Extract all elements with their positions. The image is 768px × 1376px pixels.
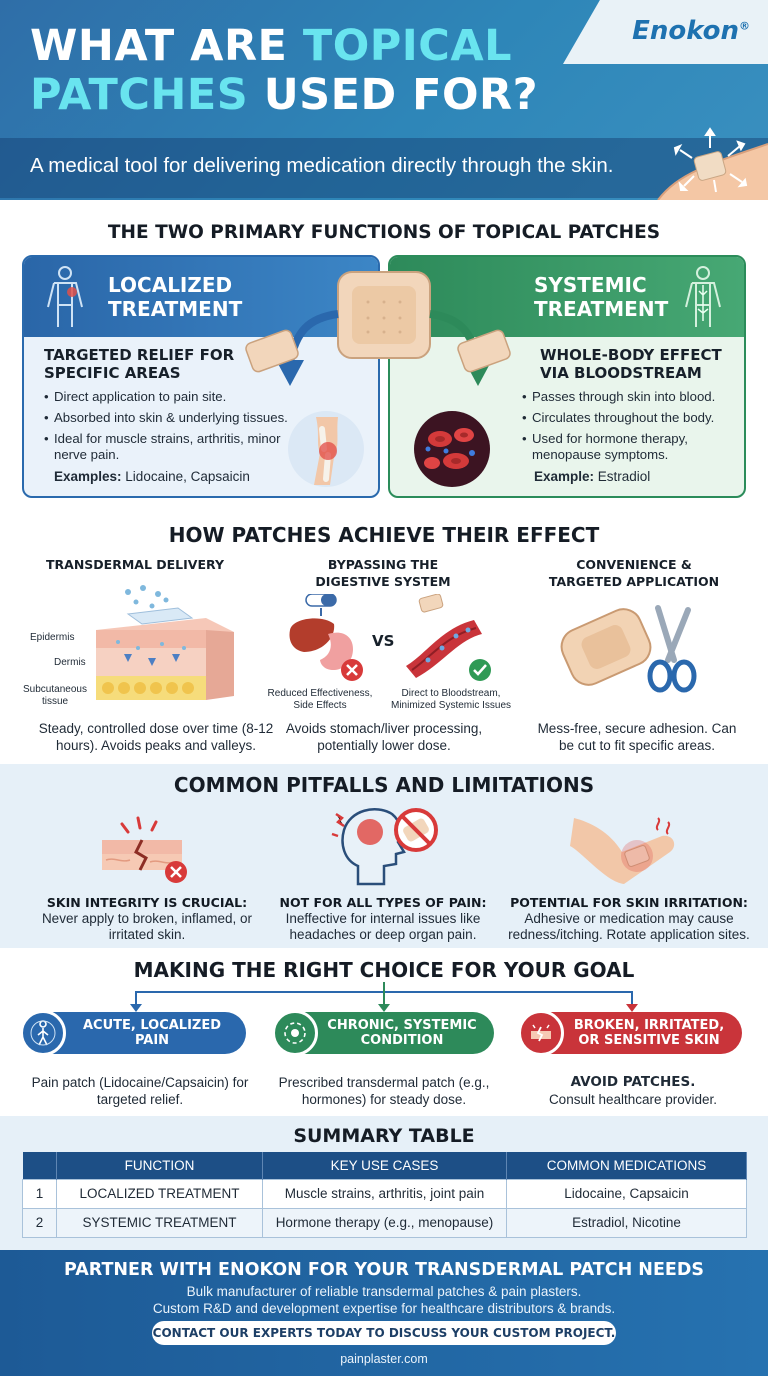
direct-bloodstream-label: Direct to Bloodstream, Minimized Systemi… (390, 688, 512, 711)
body-pain-icon (47, 266, 83, 327)
page-title: WHAT ARE TOPICAL PATCHES USED FOR? (30, 21, 539, 120)
systemic-examples: Example: Estradiol (534, 469, 651, 484)
list-item: Absorbed into skin & underlying tissues. (44, 410, 294, 426)
footer-line-2: Custom R&D and development expertise for… (152, 1301, 616, 1316)
damaged-skin-icon (518, 1010, 564, 1056)
reduced-effectiveness-label: Reduced Effectiveness, Side Effects (267, 688, 373, 711)
pitfall-skin-integrity: SKIN INTEGRITY IS CRUCIAL:Never apply to… (41, 895, 253, 942)
pitfalls-heading: COMMON PITFALLS AND LIMITATIONS (173, 773, 595, 797)
dermis-label: Dermis (54, 657, 86, 668)
choice-chronic-text: Prescribed transdermal patch (e.g., horm… (278, 1075, 490, 1107)
table-cell: Muscle strains, arthritis, joint pain (262, 1178, 507, 1209)
localized-examples: Examples: Lidocaine, Capsaicin (54, 469, 250, 484)
subcutaneous-label: Subcutaneous tissue (23, 684, 87, 707)
footer-title: PARTNER WITH ENOKON FOR YOUR TRANSDERMAL… (64, 1260, 704, 1280)
localized-card-header (24, 257, 378, 337)
blood-cells-icon (414, 411, 490, 487)
skin-layers-illustration (96, 585, 234, 700)
option-chronic-condition[interactable]: CHRONIC, SYSTEMIC CONDITION (272, 1010, 494, 1056)
functions-heading: THE TWO PRIMARY FUNCTIONS OF TOPICAL PAT… (107, 222, 661, 243)
bypass-text: Avoids stomach/liver processing, potenti… (285, 721, 483, 753)
arm-patch-illustration (657, 127, 768, 200)
transdermal-text: Steady, controlled dose over time (8-12 … (38, 721, 274, 753)
table-cell: Estradiol, Nicotine (506, 1207, 747, 1238)
logo-panel (563, 0, 768, 64)
option-broken-skin[interactable]: BROKEN, IRRITATED, OR SENSITIVE SKIN (518, 1010, 742, 1056)
summary-heading: SUMMARY TABLE (293, 1125, 475, 1147)
pitfall-pain-types: NOT FOR ALL TYPES OF PAIN:Ineffective fo… (279, 895, 487, 942)
vs-label: VS (372, 632, 395, 650)
table-cell: SYSTEMIC TREATMENT (56, 1207, 263, 1238)
how-heading: HOW PATCHES ACHIEVE THEIR EFFECT (168, 523, 600, 547)
pitfall-irritation: POTENTIAL FOR SKIN IRRITATION:Adhesive o… (508, 895, 750, 942)
enokon-logo[interactable]: Enokon® (632, 16, 750, 46)
table-header-row: FUNCTION KEY USE CASES COMMON MEDICATION… (22, 1152, 747, 1179)
epidermis-label: Epidermis (30, 632, 75, 643)
table-cell: 2 (22, 1207, 57, 1238)
table-cell: Lidocaine, Capsaicin (506, 1178, 747, 1209)
broken-skin-icon (102, 816, 187, 883)
summary-table: FUNCTION KEY USE CASES COMMON MEDICATION… (22, 1152, 747, 1238)
convenience-text: Mess-free, secure adhesion. Can be cut t… (537, 721, 737, 753)
choice-branch-arrows (130, 982, 638, 1012)
headache-icon (331, 808, 438, 886)
bloodstream-icon (406, 594, 491, 681)
choice-broken-text: AVOID PATCHES.Consult healthcare provide… (548, 1074, 718, 1107)
header-banner: WHAT ARE TOPICAL PATCHES USED FOR? Enoko… (0, 0, 768, 200)
localized-bullet-list: Direct application to pain site. Absorbe… (44, 389, 294, 468)
table-cell: 1 (22, 1178, 57, 1209)
choice-acute-text: Pain patch (Lidocaine/Capsaicin) for tar… (31, 1075, 249, 1107)
column-header (22, 1152, 57, 1179)
page-subtitle: A medical tool for delivering medication… (30, 154, 614, 177)
convenience-heading: CONVENIENCE &TARGETED APPLICATION (548, 557, 720, 589)
circulation-body-icon (685, 266, 721, 327)
website-link[interactable]: painplaster.com (340, 1352, 428, 1366)
footer-banner: PARTNER WITH ENOKON FOR YOUR TRANSDERMAL… (0, 1250, 768, 1376)
table-row: 2 SYSTEMIC TREATMENT Hormone therapy (e.… (22, 1207, 747, 1238)
arm-irritation-icon (570, 817, 675, 884)
footer-line-1: Bulk manufacturer of reliable transderma… (186, 1284, 582, 1299)
table-cell: LOCALIZED TREATMENT (56, 1178, 263, 1209)
knee-pain-icon (20, 1010, 66, 1056)
transdermal-heading: TRANSDERMAL DELIVERY (46, 557, 224, 572)
choice-heading: MAKING THE RIGHT CHOICE FOR YOUR GOAL (133, 958, 635, 982)
patch-scissors-icon (560, 605, 697, 693)
patch-split-illustration (245, 271, 511, 386)
list-item: Passes through skin into blood. (522, 389, 737, 405)
list-item: Used for hormone therapy, menopause symp… (522, 431, 737, 463)
column-header: KEY USE CASES (262, 1152, 507, 1179)
knee-joint-icon (288, 411, 364, 487)
table-row: 1 LOCALIZED TREATMENT Muscle strains, ar… (22, 1178, 747, 1209)
systemic-bullet-list: Passes through skin into blood. Circulat… (522, 389, 737, 468)
column-header: FUNCTION (56, 1152, 263, 1179)
liver-stomach-icon (289, 594, 363, 681)
subtitle-band (0, 138, 768, 198)
circulation-icon (272, 1010, 318, 1056)
contact-experts-button[interactable]: CONTACT OUR EXPERTS TODAY TO DISCUSS YOU… (152, 1321, 616, 1345)
list-item: Ideal for muscle strains, arthritis, min… (44, 431, 294, 463)
list-item: Circulates throughout the body. (522, 410, 737, 426)
option-acute-pain[interactable]: ACUTE, LOCALIZED PAIN (20, 1010, 246, 1056)
systemic-card-header (390, 257, 744, 337)
table-cell: Hormone therapy (e.g., menopause) (262, 1207, 507, 1238)
column-header: COMMON MEDICATIONS (506, 1152, 747, 1179)
list-item: Direct application to pain site. (44, 389, 294, 405)
